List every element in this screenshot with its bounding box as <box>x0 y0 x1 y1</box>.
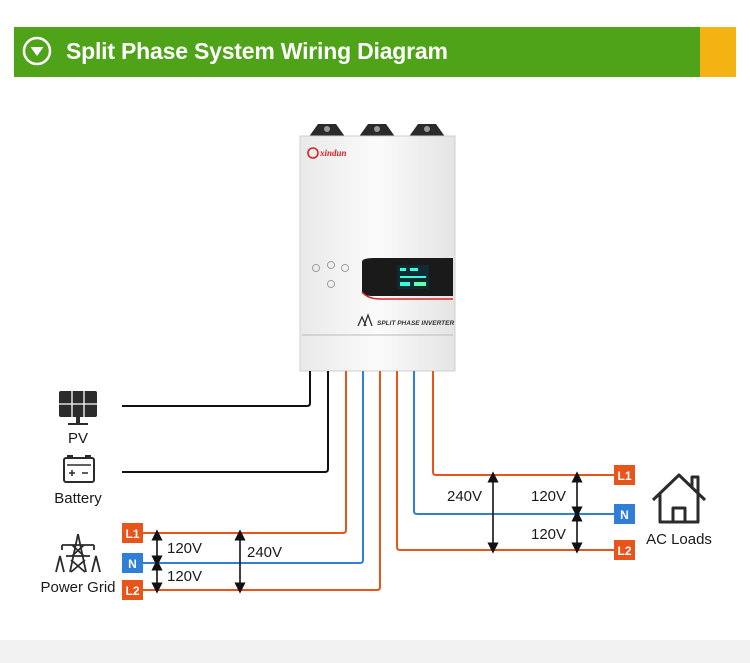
battery-icon <box>63 455 95 483</box>
load-terminal-l1: L1 <box>614 465 635 485</box>
grid-voltage-n-l2: 120V <box>167 568 202 585</box>
load-voltage-l1-l2: 240V <box>447 488 482 505</box>
house-icon <box>651 473 707 524</box>
model-label: SPLIT PHASE INVERTER <box>357 313 454 327</box>
load-voltage-arrows <box>487 471 583 554</box>
grid-voltage-arrows <box>151 529 246 594</box>
inverter-unit: xindun SPLIT PHASE INVERTER <box>299 124 456 372</box>
load-terminal-l2: L2 <box>614 540 635 560</box>
svg-text:L1: L1 <box>125 527 139 541</box>
grid-voltage-l1-n: 120V <box>167 540 202 557</box>
load-terminal-n: N <box>614 504 635 524</box>
power-grid-label: Power Grid <box>40 579 115 596</box>
svg-text:N: N <box>128 557 137 571</box>
pv-label: PV <box>68 430 88 447</box>
brand-text: xindun <box>319 148 347 158</box>
dc-wires <box>122 371 329 473</box>
svg-text:L2: L2 <box>125 584 139 598</box>
lcd-panel <box>361 258 453 300</box>
grid-wires <box>143 371 381 591</box>
header-banner-accent <box>700 27 736 77</box>
load-voltage-n-l2: 120V <box>531 526 566 543</box>
header-banner-green <box>14 27 700 77</box>
ac-loads-label: AC Loads <box>646 531 712 548</box>
mount-brackets <box>308 124 446 138</box>
inverter-logo: xindun <box>307 147 347 159</box>
battery-label: Battery <box>54 490 102 507</box>
header-banner: Split Phase System Wiring Diagram <box>14 27 736 77</box>
svg-text:N: N <box>620 508 629 522</box>
footer-strip <box>0 640 750 663</box>
chevron-down-circle-icon <box>22 36 52 66</box>
control-buttons <box>312 261 349 288</box>
power-tower-icon <box>55 533 101 573</box>
grid-terminal-l1: L1 <box>122 523 143 543</box>
grid-terminal-n: N <box>122 553 143 573</box>
inverter-body <box>299 135 456 372</box>
load-wires <box>396 371 614 551</box>
grid-voltage-l1-l2: 240V <box>247 544 282 561</box>
grid-terminal-l2: L2 <box>122 580 143 600</box>
load-voltage-l1-n: 120V <box>531 488 566 505</box>
svg-text:L1: L1 <box>617 469 631 483</box>
model-text: SPLIT PHASE INVERTER <box>377 320 454 327</box>
page-title: Split Phase System Wiring Diagram <box>66 38 448 64</box>
solar-panel-icon <box>59 391 97 425</box>
svg-text:L2: L2 <box>617 544 631 558</box>
